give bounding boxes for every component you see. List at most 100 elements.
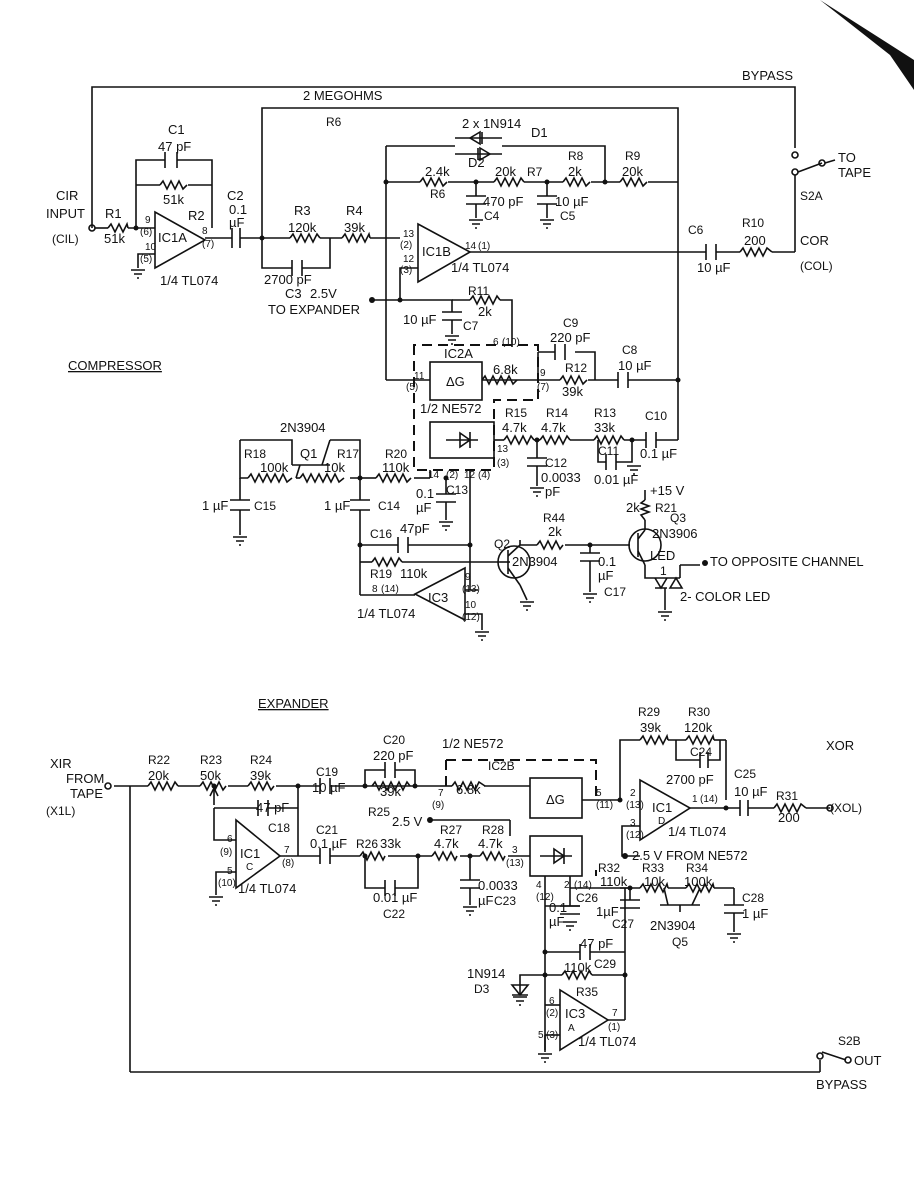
r4-name: R4 xyxy=(346,203,363,218)
r14-resistor xyxy=(539,434,571,446)
c27-name: C27 xyxy=(612,917,634,931)
c19-name: C19 xyxy=(316,765,338,779)
r35-name: R35 xyxy=(576,985,598,999)
d1-diode xyxy=(468,130,483,146)
c18-capacitor xyxy=(257,800,269,816)
xor-output-terminal xyxy=(826,804,834,812)
led-type: 2- COLOR LED xyxy=(680,589,770,604)
r25-name: R25 xyxy=(368,805,390,819)
c1-capacitor xyxy=(164,152,178,168)
r17-name: R17 xyxy=(337,447,359,461)
c14-value: 1 µF xyxy=(324,498,350,513)
r15-name: R15 xyxy=(505,406,527,420)
c8-name: C8 xyxy=(622,343,638,357)
c22-name: C22 xyxy=(383,907,405,921)
r35-value: 110k xyxy=(564,960,592,975)
r2-value: 51k xyxy=(163,192,184,207)
r7-name: R7 xyxy=(527,165,543,179)
c20-value: 220 pF xyxy=(373,748,414,763)
r15-resistor xyxy=(503,434,535,446)
c12-name: C12 xyxy=(545,456,567,470)
c26-name: C26 xyxy=(576,891,598,905)
expander-wiring xyxy=(114,739,830,1073)
c10-value: 0.1 µF xyxy=(640,446,677,461)
svg-text:9: 9 xyxy=(145,215,151,226)
cir-id: CIR xyxy=(56,188,78,203)
c14-name: C14 xyxy=(378,499,400,513)
svg-text:(9): (9) xyxy=(220,847,232,858)
c10-capacitor xyxy=(645,432,657,448)
c6-name: C6 xyxy=(688,223,704,237)
r6b-name: R6 xyxy=(430,187,446,201)
svg-text:(2): (2) xyxy=(446,470,458,481)
ic1a-part: 1/4 TL074 xyxy=(160,273,218,288)
r44-resistor xyxy=(536,539,564,551)
svg-text:5: 5 xyxy=(538,1030,544,1041)
svg-text:D: D xyxy=(658,816,665,827)
svg-text:9: 9 xyxy=(465,572,471,583)
r12-value: 39k xyxy=(562,384,583,399)
r25-resistor xyxy=(371,780,411,792)
svg-text:(7): (7) xyxy=(537,382,549,393)
svg-text:5: 5 xyxy=(227,866,233,877)
r28-name: R28 xyxy=(482,823,504,837)
r2-name: R2 xyxy=(188,208,205,223)
svg-text:14: 14 xyxy=(465,241,477,252)
ic2b-part: 1/2 NE572 xyxy=(442,736,503,751)
svg-text:(1): (1) xyxy=(478,241,490,252)
c23-value: 0.0033 xyxy=(478,878,518,893)
ic1a-opamp xyxy=(154,210,207,270)
c9-capacitor xyxy=(554,344,566,360)
r12-name: R12 xyxy=(565,361,587,375)
r27-value: 4.7k xyxy=(434,836,459,851)
cor-id: COR xyxy=(800,233,829,248)
svg-text:(13): (13) xyxy=(626,800,644,811)
xor-id: XOR xyxy=(826,738,854,753)
r6b-value: 2.4k xyxy=(425,164,450,179)
r33-resistor xyxy=(639,881,669,894)
to-tape-line2: TAPE xyxy=(838,165,871,180)
cir-label: INPUT xyxy=(46,206,85,221)
c5-name: C5 xyxy=(560,209,576,223)
r1-value: 51k xyxy=(104,231,125,246)
r34-value: 100k xyxy=(684,874,713,889)
r9-name: R9 xyxy=(625,149,641,163)
xir-label1: FROM xyxy=(66,771,104,786)
svg-text:6: 6 xyxy=(227,834,233,845)
r1-name: R1 xyxy=(105,206,122,221)
svg-text:8: 8 xyxy=(202,226,208,237)
svg-text:(13): (13) xyxy=(462,584,480,595)
c23-name: C23 xyxy=(494,894,516,908)
r18-resistor xyxy=(247,472,293,484)
q1-transistor xyxy=(292,439,331,479)
c24-capacitor xyxy=(699,752,709,768)
v25-note: TO EXPANDER xyxy=(268,302,360,317)
svg-text:(2): (2) xyxy=(546,1008,558,1019)
svg-text:6: 6 xyxy=(549,996,555,1007)
svg-text:(10): (10) xyxy=(218,878,236,889)
c8-capacitor xyxy=(617,372,629,388)
xir-id: XIR xyxy=(50,756,72,771)
c19-capacitor xyxy=(319,778,331,794)
c1-name: C1 xyxy=(168,122,185,137)
v25-note: 2.5 V FROM NE572 xyxy=(632,848,748,863)
c13-value: 0.1 xyxy=(416,486,434,501)
r24-resistor xyxy=(247,780,275,792)
r8-value: 2k xyxy=(568,164,582,179)
svg-text:(14): (14) xyxy=(381,584,399,595)
r32-value: 110k xyxy=(600,874,628,889)
cil-alt: (CIL) xyxy=(52,232,79,246)
q1-name: Q1 xyxy=(300,446,317,461)
c3-value: 2700 pF xyxy=(264,272,312,287)
c26-capacitor xyxy=(620,899,640,909)
svg-text:A: A xyxy=(568,1023,575,1034)
c7-value: 10 µF xyxy=(403,312,437,327)
svg-text:(3): (3) xyxy=(400,265,412,276)
r3-name: R3 xyxy=(294,203,311,218)
c28-value: 1 µF xyxy=(742,906,768,921)
c28-name: C28 xyxy=(742,891,764,905)
r17-value: 10k xyxy=(324,460,345,475)
r-6k8-expander-value: 6.8k xyxy=(456,782,481,797)
out-label: OUT xyxy=(854,1053,882,1068)
c29-capacitor xyxy=(579,944,591,960)
